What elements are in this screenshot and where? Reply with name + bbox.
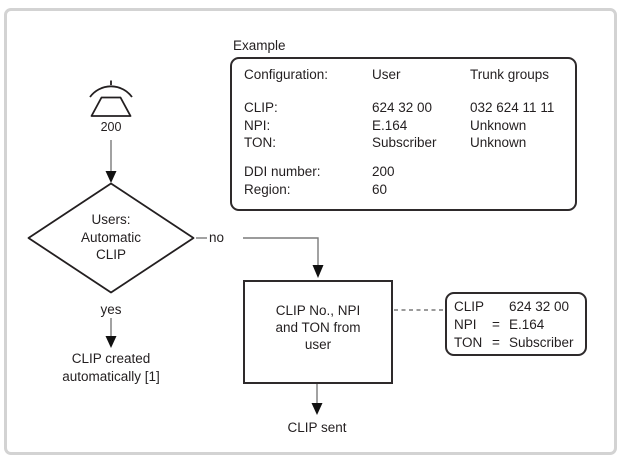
side-ton-eq: =: [492, 335, 500, 350]
decision-line1: Users:: [91, 212, 131, 227]
example-npi-trunk: Unknown: [470, 117, 527, 133]
auto-result-line1: CLIP created: [71, 351, 151, 366]
outer-frame: [4, 8, 617, 455]
branch-label-no: no: [209, 230, 225, 245]
side-clip-value: 624 32 00: [509, 299, 570, 314]
process-line3: user: [304, 337, 332, 352]
branch-label-yes: yes: [100, 302, 122, 317]
decision-diamond: [27, 182, 195, 294]
decision-line2: Automatic: [80, 229, 142, 245]
example-title: Example: [233, 38, 286, 53]
example-ton-trunk: Unknown: [470, 135, 527, 150]
side-npi-key: NPI: [454, 317, 477, 332]
side-ton-key: TON: [454, 335, 483, 350]
side-values-box: CLIP 624 32 00 NPI = E.164 TON = Subscri…: [445, 292, 587, 356]
example-header-trunk: Trunk groups: [470, 67, 550, 82]
no-connector: [196, 237, 324, 278]
side-row-ton: TON = Subscriber: [454, 334, 583, 352]
side-row-clip: CLIP 624 32 00: [454, 298, 583, 316]
process-line1: CLIP No., NPI: [275, 303, 361, 318]
example-region-label: Region:: [244, 181, 291, 197]
example-ddi-label: DDI number:: [244, 164, 321, 179]
decision-line3: CLIP: [95, 247, 126, 262]
process-box: CLIP No., NPI and TON from user: [243, 280, 393, 384]
example-row-ddi: DDI number: 200: [244, 163, 569, 180]
arrow-phone-to-decision: [105, 140, 117, 183]
auto-result-line2: automatically [1]: [62, 368, 160, 384]
example-row-clip: CLIP: 624 32 00 032 624 11 11: [244, 99, 569, 116]
phone-icon: [89, 80, 133, 117]
process-line2: and TON from: [275, 320, 361, 335]
example-clip-trunk: 032 624 11 11: [470, 100, 555, 115]
side-row-npi: NPI = E.164: [454, 316, 583, 334]
arrow-clip-sent: [311, 379, 323, 415]
example-region-trunk: [470, 181, 569, 198]
example-header-user: User: [372, 67, 401, 82]
example-row-ton: TON: Subscriber Unknown: [244, 134, 569, 151]
example-ddi-user: 200: [372, 164, 395, 179]
example-header-label: Configuration:: [244, 67, 329, 82]
example-clip-user: 624 32 00: [372, 100, 433, 115]
example-clip-label: CLIP:: [244, 100, 278, 115]
decision-label: Users: Automatic CLIP: [51, 211, 171, 264]
yes-connector: [105, 318, 117, 348]
example-region-user: 60: [372, 181, 388, 197]
example-box: Configuration: User Trunk groups CLIP: 6…: [230, 57, 577, 211]
side-clip-eq: [492, 298, 509, 316]
side-clip-key: CLIP: [454, 299, 485, 314]
clip-sent-label: CLIP sent: [287, 420, 347, 435]
example-ddi-trunk: [470, 163, 569, 180]
example-row-npi: NPI: E.164 Unknown: [244, 117, 569, 134]
example-ton-user: Subscriber: [372, 135, 437, 150]
auto-result-label: CLIP created automatically [1]: [31, 350, 191, 385]
side-npi-eq: =: [492, 317, 500, 332]
example-npi-label: NPI:: [244, 117, 271, 133]
side-npi-value: E.164: [509, 317, 545, 332]
example-npi-user: E.164: [372, 117, 408, 133]
example-ton-label: TON:: [244, 135, 277, 150]
example-row-region: Region: 60: [244, 181, 569, 198]
side-ton-value: Subscriber: [509, 335, 574, 350]
example-row-header: Configuration: User Trunk groups: [244, 66, 569, 83]
phone-extension-label: 200: [100, 120, 122, 134]
